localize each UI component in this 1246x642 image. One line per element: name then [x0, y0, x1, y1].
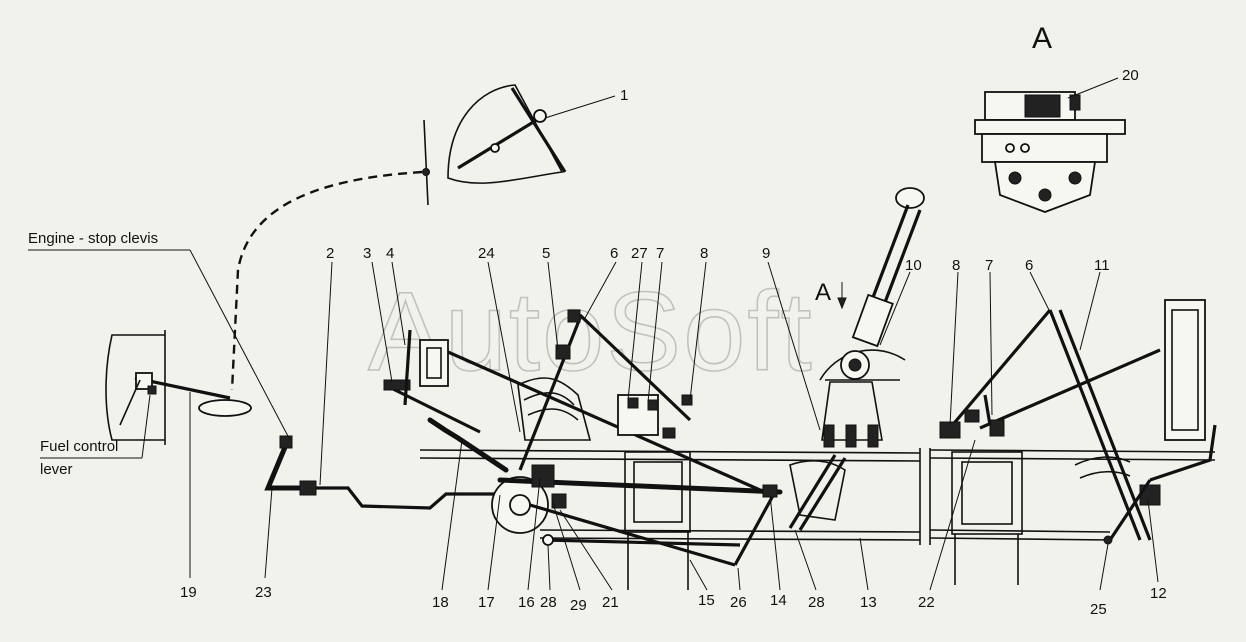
callout-9: 9 — [762, 245, 770, 262]
view-a-title: A — [1032, 22, 1052, 55]
leader-lines — [28, 77, 1159, 591]
right-linkage — [939, 299, 1217, 545]
callout-21: 21 — [602, 594, 619, 611]
accelerator-pedal — [422, 84, 567, 206]
callout-2: 2 — [326, 245, 334, 262]
left-linkage — [383, 309, 783, 567]
callout-15: 15 — [698, 592, 715, 609]
rod-23-2 — [264, 435, 500, 510]
callout-19: 19 — [180, 584, 197, 601]
callout-20: 20 — [1122, 67, 1139, 84]
callout-4: 4 — [386, 245, 394, 262]
callout-10: 10 — [905, 257, 922, 274]
callout-18: 18 — [432, 594, 449, 611]
gear-shift-lever — [788, 187, 925, 531]
callout-28b: 28 — [808, 594, 825, 611]
callout-24: 24 — [478, 245, 495, 262]
callout-5: 5 — [542, 245, 550, 262]
fuel-control-caption-line2: lever — [40, 461, 73, 478]
callout-8b: 8 — [952, 257, 960, 274]
engine-stop-clevis-caption: Engine - stop clevis — [28, 230, 158, 247]
fuel-pump-housing — [105, 330, 252, 445]
callout-25: 25 — [1090, 601, 1107, 618]
fuel-control-caption-line1: Fuel control — [40, 438, 118, 455]
callout-12: 12 — [1150, 585, 1167, 602]
callout-11: 11 — [1094, 257, 1110, 274]
callout-3: 3 — [363, 245, 371, 262]
view-a-detail — [974, 91, 1126, 213]
callout-28: 28 — [540, 594, 557, 611]
callout-27: 27 — [631, 245, 648, 262]
callout-16: 16 — [518, 594, 535, 611]
callout-7b: 7 — [985, 257, 993, 274]
view-a-arrow-label: A — [815, 279, 831, 306]
callout-22: 22 — [918, 594, 935, 611]
callout-13: 13 — [860, 594, 877, 611]
callout-26: 26 — [730, 594, 747, 611]
callout-7: 7 — [656, 245, 664, 262]
callout-1: 1 — [620, 87, 628, 104]
cable-dashed — [230, 170, 423, 391]
callout-6: 6 — [610, 245, 618, 262]
callout-17: 17 — [478, 594, 495, 611]
callout-29: 29 — [570, 597, 587, 614]
callout-14: 14 — [770, 592, 787, 609]
callout-23: 23 — [255, 584, 272, 601]
callout-6b: 6 — [1025, 257, 1033, 274]
callout-8: 8 — [700, 245, 708, 262]
